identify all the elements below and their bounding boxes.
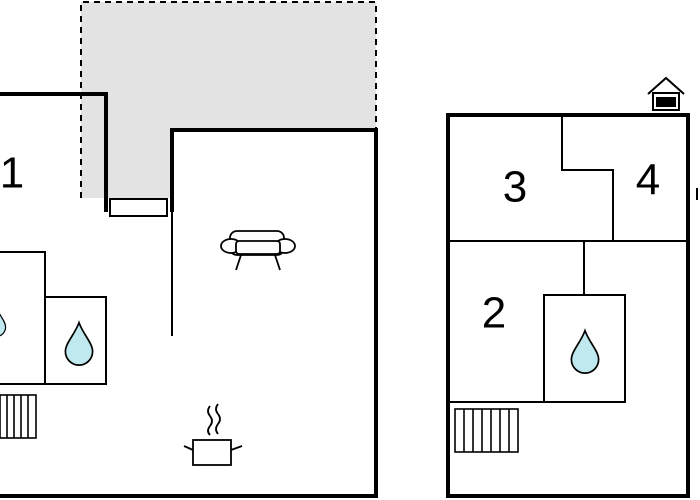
stairs-icon bbox=[454, 408, 519, 453]
right-building-walls bbox=[446, 113, 690, 498]
stairs-icon bbox=[0, 394, 37, 439]
sofa-icon bbox=[220, 230, 296, 271]
terrace bbox=[80, 1, 377, 198]
cooking-pot-icon bbox=[183, 403, 243, 466]
room-number-2: 2 bbox=[482, 289, 506, 338]
room-number-1: 1 bbox=[0, 149, 24, 198]
water-drop-icon bbox=[64, 321, 94, 367]
left-building-walls bbox=[0, 92, 378, 498]
water-drop-icon bbox=[0, 305, 7, 338]
water-drop-icon bbox=[570, 329, 600, 375]
room-number-4: 4 bbox=[636, 156, 660, 205]
room-number-3: 3 bbox=[503, 163, 527, 212]
house-icon bbox=[647, 76, 685, 111]
